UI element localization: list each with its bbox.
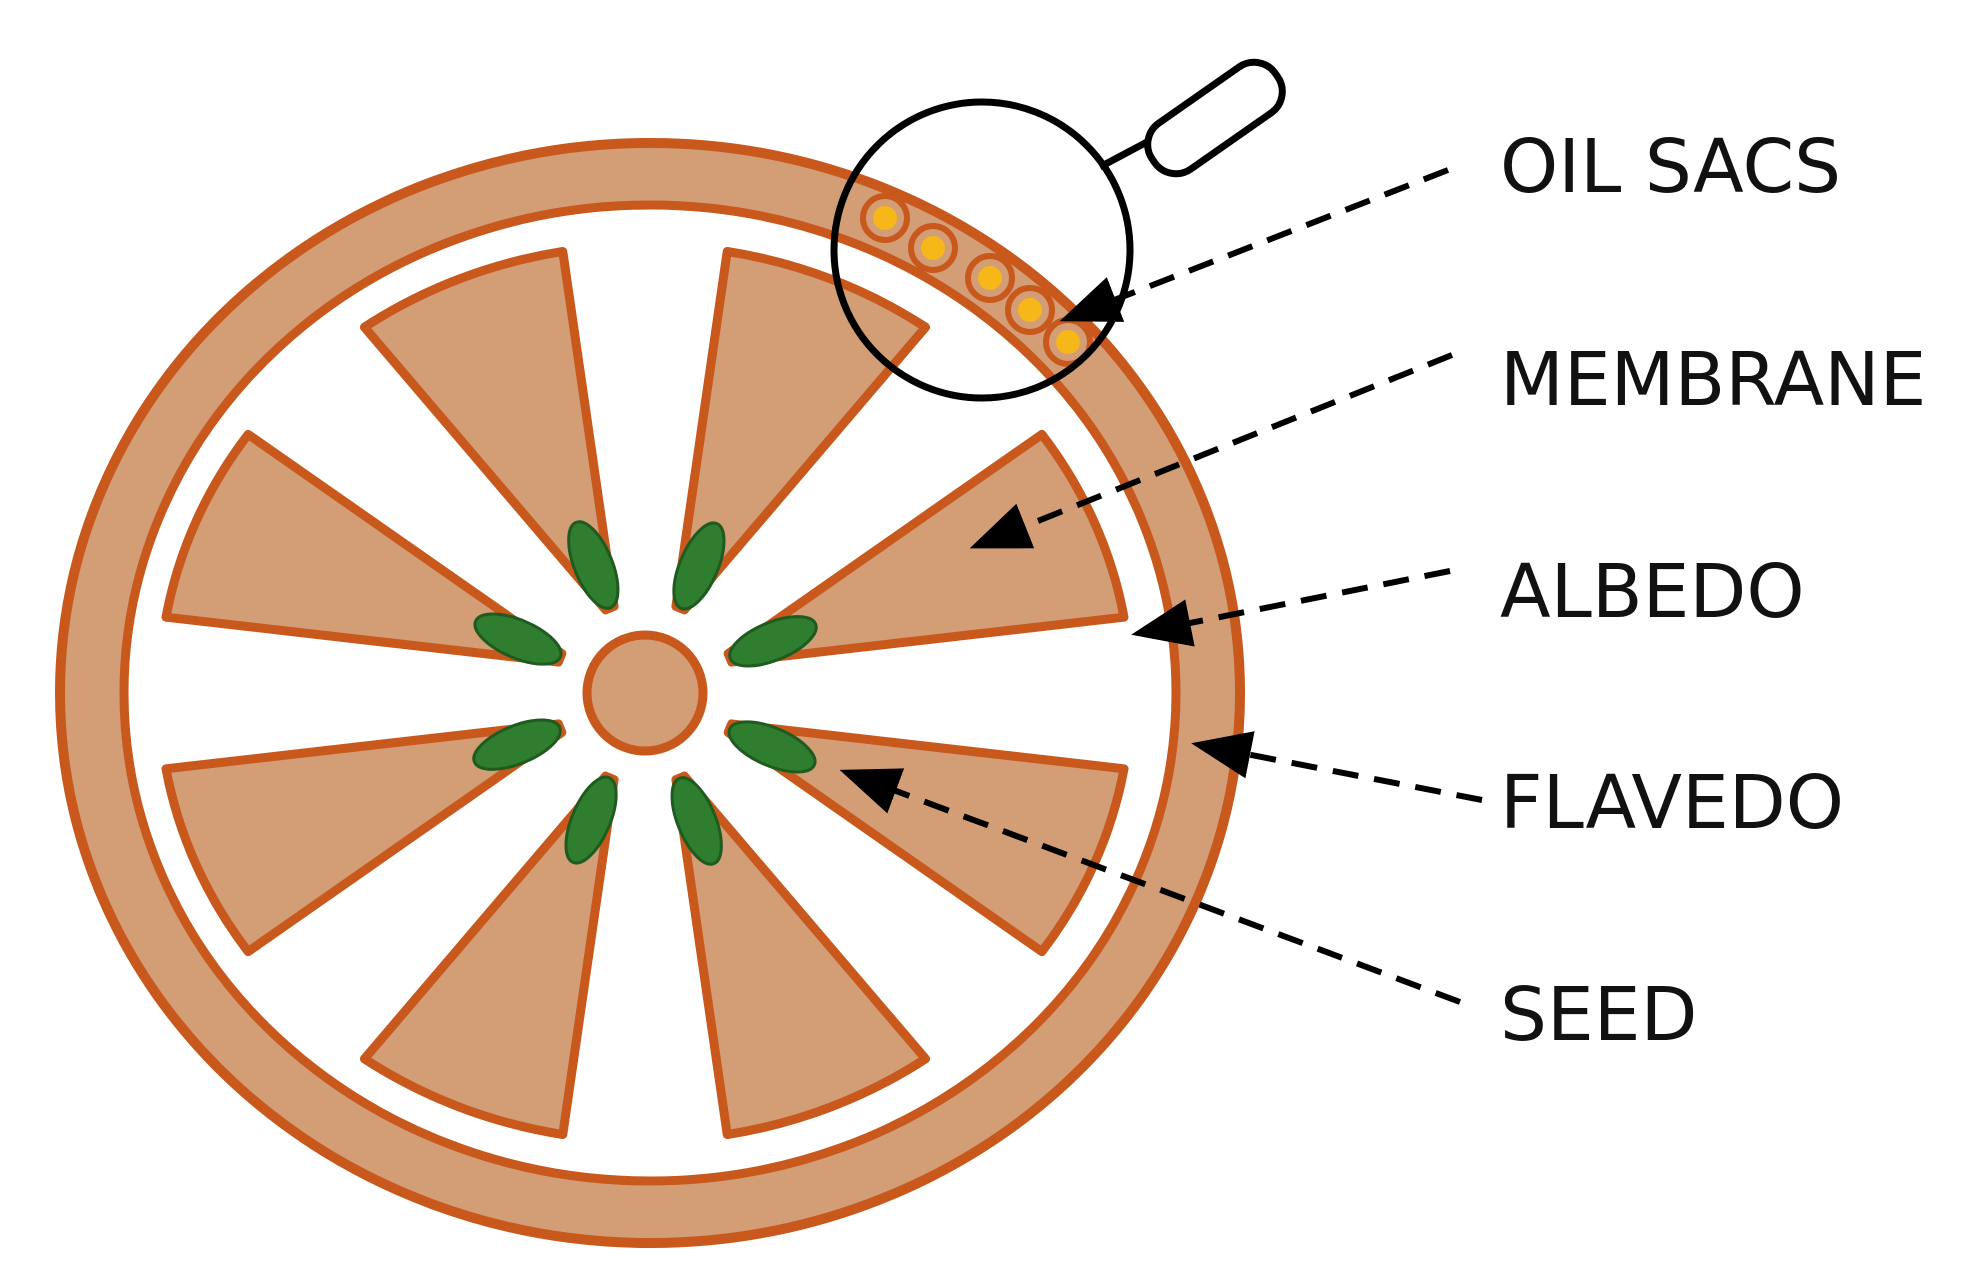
oil-sac	[1018, 298, 1042, 322]
seed	[727, 720, 817, 774]
albedo-arrow	[1131, 568, 1451, 647]
flavedo-arrow	[1191, 731, 1483, 803]
magnifying-glass-icon	[830, 58, 1286, 402]
membrane-arrow	[969, 352, 1454, 549]
magnifier-lens	[830, 98, 1134, 402]
seed-arrow	[839, 768, 1462, 1005]
label-oil-sacs: OIL SACS	[1500, 124, 1841, 210]
pulp-segment	[161, 719, 567, 957]
seeds-group	[472, 520, 818, 866]
label-membrane: MEMBRANE	[1500, 337, 1926, 423]
pulp-segment	[161, 429, 567, 667]
seed	[473, 612, 563, 666]
pulp-segment	[723, 719, 1129, 957]
seed	[564, 775, 618, 865]
label-flavedo: FLAVEDO	[1500, 760, 1844, 846]
oil-sac	[873, 206, 897, 230]
seed	[672, 521, 726, 611]
magnifier-handle	[1144, 58, 1286, 178]
seed	[472, 718, 562, 771]
oil-sac	[978, 266, 1002, 290]
label-albedo: ALBEDO	[1500, 549, 1805, 635]
pulp-segment	[359, 246, 619, 615]
oil-sacs-group	[860, 193, 1093, 367]
oil-sacs-arrow	[1059, 167, 1450, 322]
segments-group	[161, 246, 1129, 1140]
label-seed: SEED	[1500, 972, 1697, 1058]
oil-sac	[921, 236, 945, 260]
seed	[670, 776, 723, 866]
pulp-segment	[671, 771, 931, 1140]
pulp-segment	[723, 429, 1129, 667]
seed	[728, 615, 818, 668]
seed	[567, 520, 620, 610]
center-core	[582, 630, 708, 756]
oil-sac	[1056, 330, 1080, 354]
pulp-segment	[359, 771, 619, 1140]
